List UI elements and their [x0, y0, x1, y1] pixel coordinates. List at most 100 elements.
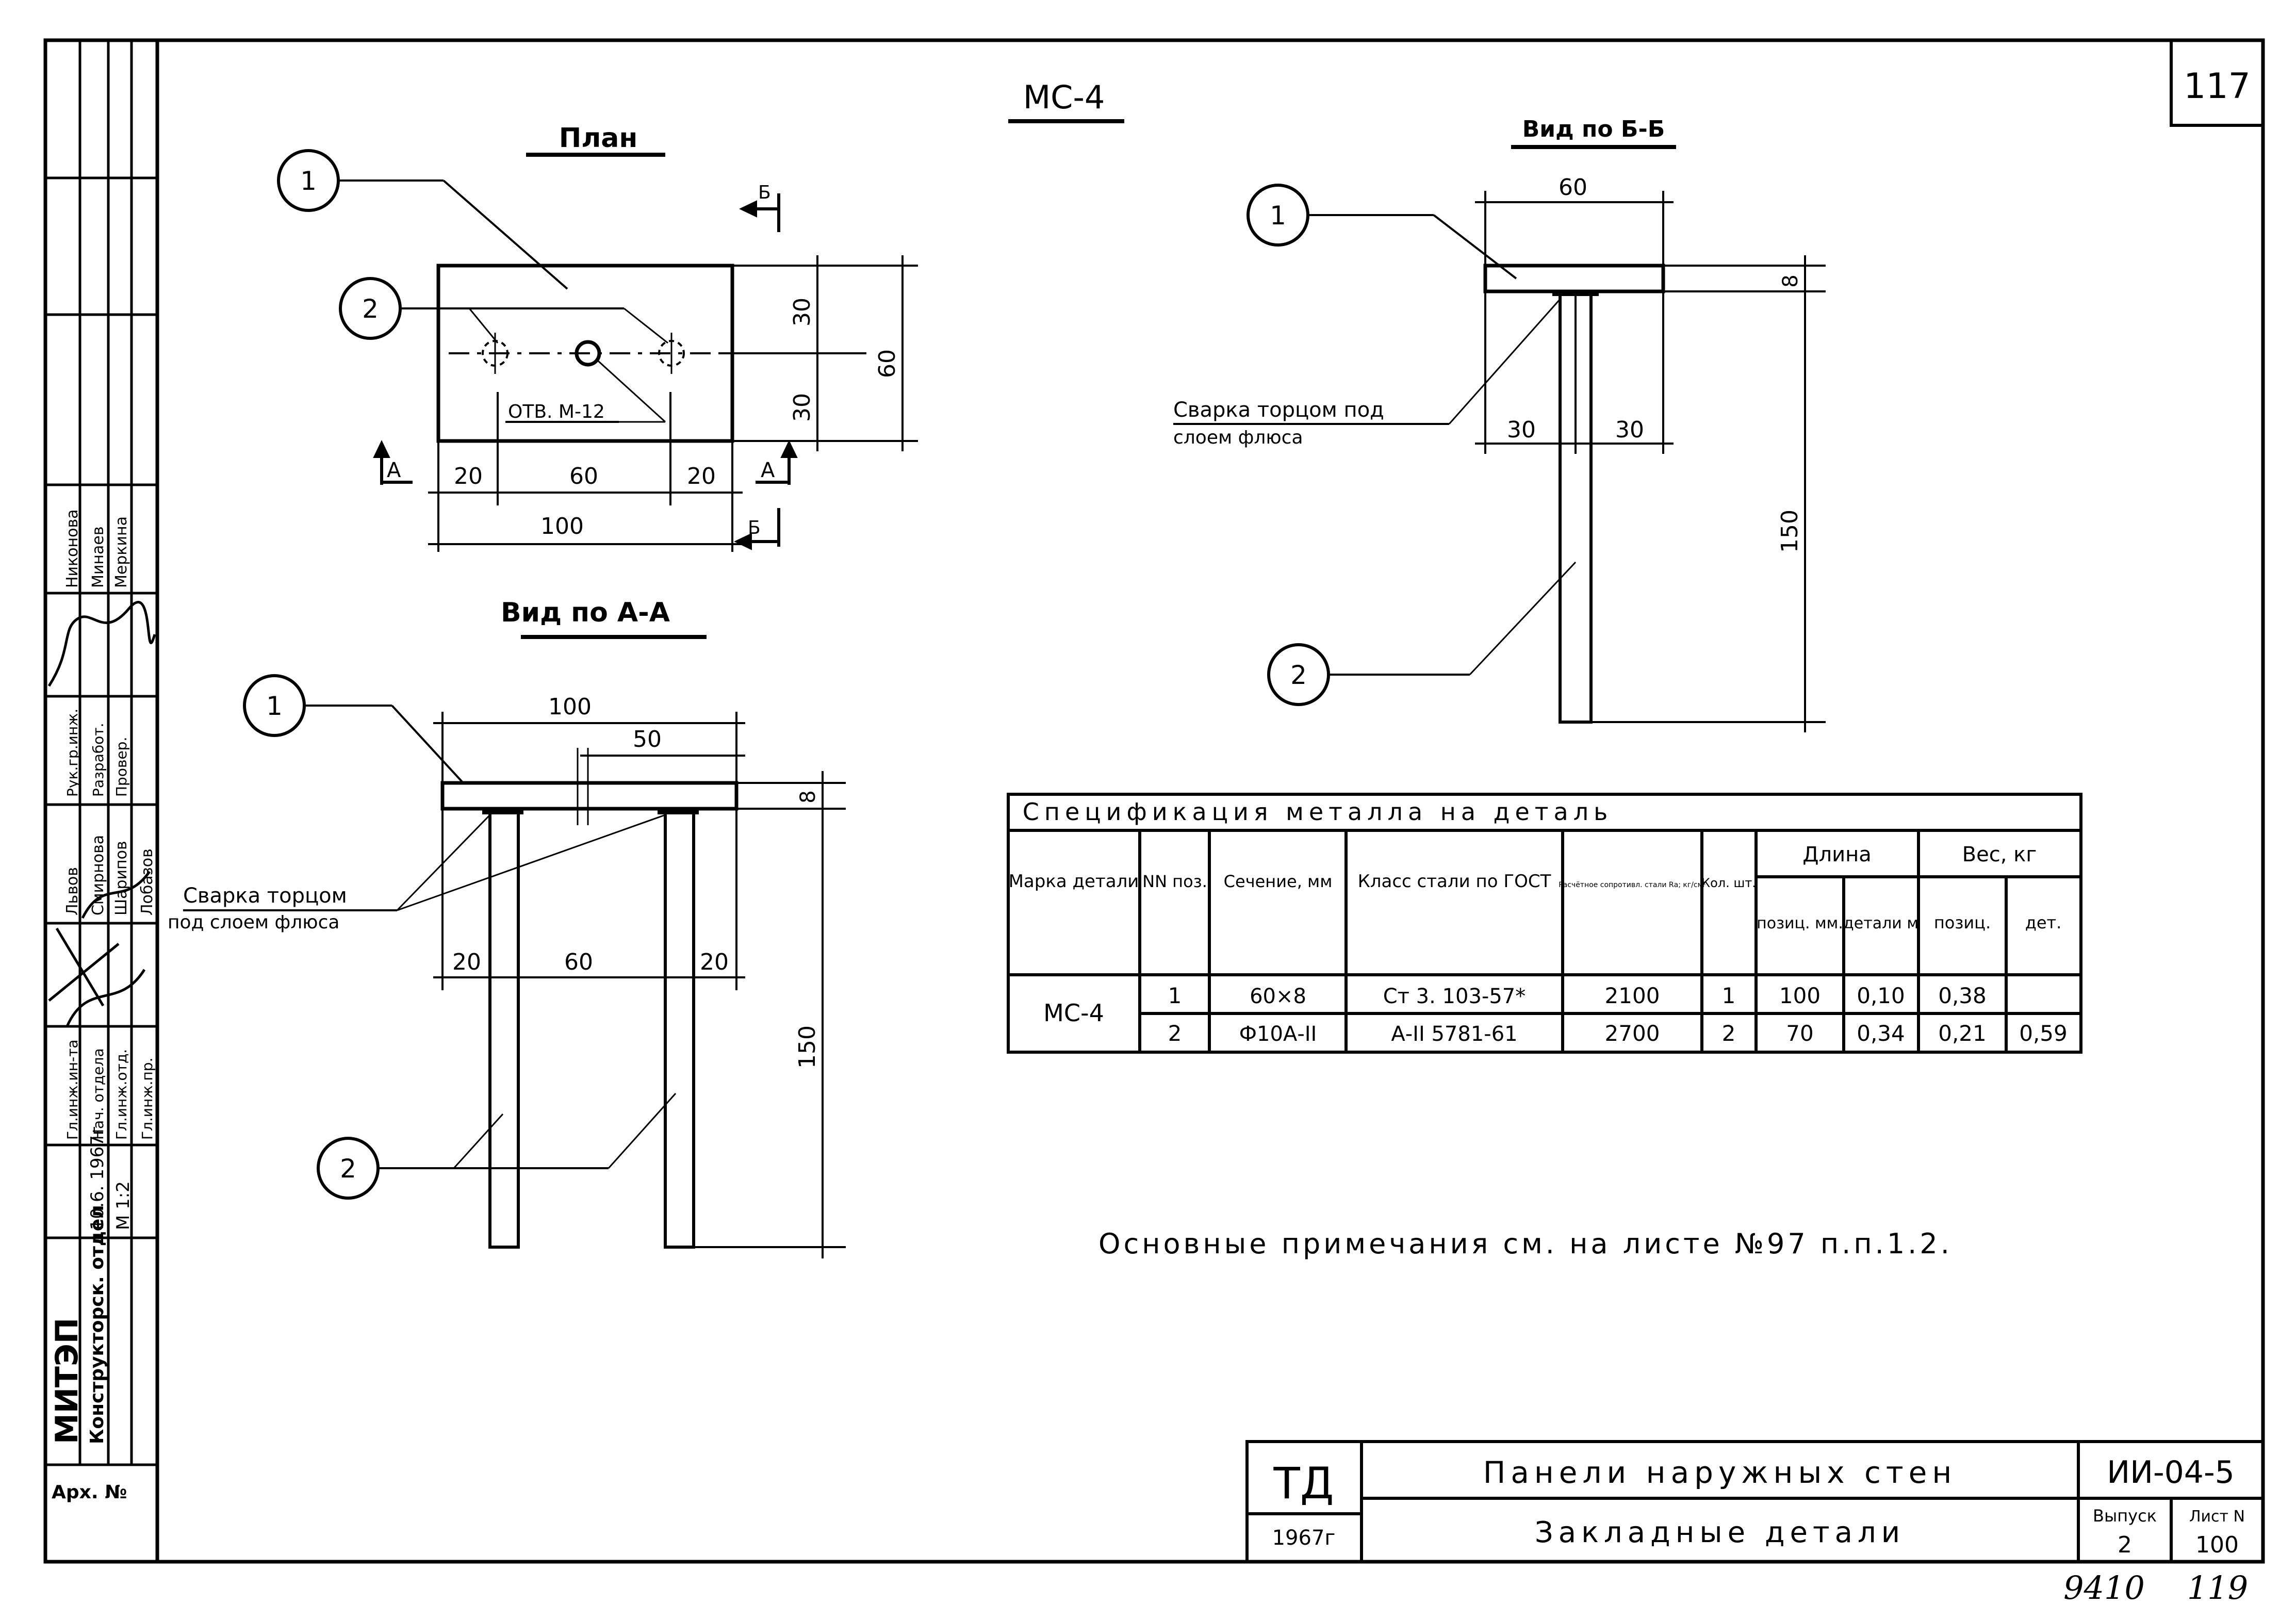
spec-cell-resistance: 2100 — [1605, 983, 1660, 1008]
view-aa-bar-right — [664, 807, 695, 1249]
stamp-org: МИТЭП — [49, 1318, 85, 1444]
view-aa-weld-note: под слоем флюса — [168, 912, 339, 933]
title-block-series: ИИ-04-5 — [2107, 1454, 2235, 1491]
spec-cell-length-det: 0,10 — [1857, 983, 1905, 1008]
handwritten-number: 9410 — [2063, 1569, 2145, 1607]
stamp-role: Гл.инж.пр. — [139, 1058, 156, 1140]
plan-section-mark-a-right — [756, 440, 798, 485]
plan-dim-right: 20 — [687, 463, 716, 489]
plan-view: План ОТВ. М-12 1 2 Б — [277, 123, 918, 552]
stamp-role: Провер. — [113, 737, 130, 797]
spec-cell-steel-class: Ст 3. 103-57* — [1383, 985, 1526, 1008]
spec-header-length-det: детали м — [1843, 914, 1918, 932]
spec-cell-section: 60×8 — [1250, 985, 1306, 1008]
view-bb-dim-right: 30 — [1615, 417, 1644, 443]
plan-dim-upper: 30 — [789, 298, 815, 326]
view-aa-dim-height: 150 — [794, 1025, 821, 1069]
view-bb: Вид по Б-Б 60 8 150 30 30 — [1173, 116, 1826, 732]
view-aa-plate — [440, 781, 739, 811]
title-block-issue-label: Выпуск — [2093, 1506, 2157, 1526]
spec-header-resistance: Расчётное сопротивл. стали Rа; кг/см² — [1559, 881, 1706, 889]
title-block-issue: 2 — [2118, 1532, 2132, 1558]
plan-center-hole — [575, 340, 601, 367]
plan-hole-label: ОТВ. М-12 — [508, 401, 605, 422]
spec-cell-steel-class: А-II 5781-61 — [1391, 1022, 1517, 1046]
handwritten-number: 119 — [2187, 1569, 2248, 1607]
part-mark: МС-4 — [1023, 78, 1105, 116]
spec-cell-pos: 1 — [1168, 983, 1182, 1008]
view-aa-title: Вид по А-А — [501, 597, 670, 628]
plan-section-label: А — [387, 459, 401, 482]
title-block-sheet-no: 100 — [2195, 1532, 2239, 1558]
stamp-name: Минаев — [89, 526, 107, 588]
spec-table: Спецификация металла на деталь Марка дет… — [1007, 793, 2082, 1054]
stamp-role: Нач. отдела — [90, 1048, 107, 1140]
spec-cell-length-pos: 100 — [1779, 983, 1821, 1008]
view-bb-weld-note: слоем флюса — [1173, 427, 1303, 448]
spec-cell-mark: МС-4 — [1043, 999, 1104, 1027]
plan-callout-1-label: 1 — [300, 166, 317, 196]
stamp-name: Шарипов — [112, 841, 130, 915]
stamp-role: Разработ. — [90, 723, 107, 797]
view-aa-dim-thickness: 8 — [796, 790, 820, 803]
stamp-role: Гл.инж.отд. — [113, 1049, 130, 1140]
view-bb-callout-1-label: 1 — [1270, 201, 1286, 231]
title-block-title-line2: Закладные детали — [1535, 1516, 1905, 1549]
notes-text: Основные примечания см. на листе №97 п.п… — [1098, 1228, 1953, 1260]
title-block-year: 1967г — [1272, 1526, 1336, 1550]
spec-header-weight-pos: позиц. — [1934, 913, 1991, 932]
spec-header-length: Длина — [1802, 843, 1871, 866]
plan-section-mark-b-bottom — [734, 508, 780, 550]
view-aa-dim-total: 100 — [548, 694, 592, 720]
view-bb-dim-left: 30 — [1507, 417, 1536, 443]
title-block-org: ТД — [1273, 1458, 1334, 1509]
spec-header-weight-det: дет. — [2025, 913, 2062, 932]
plan-dim-height: 60 — [874, 349, 900, 378]
spec-header-weight: Вес, кг — [1962, 843, 2037, 866]
plan-dim-middle: 60 — [569, 463, 598, 489]
view-aa-dim-left: 20 — [452, 949, 481, 975]
view-bb-dim-height: 150 — [1777, 510, 1803, 553]
spec-cell-weight-det-total: 0,59 — [2019, 1021, 2068, 1046]
view-aa-dim-half: 50 — [633, 726, 662, 752]
spec-cell-pos: 2 — [1168, 1021, 1182, 1046]
spec-header-pos: NN поз. — [1142, 872, 1207, 891]
view-aa-callout-2-label: 2 — [340, 1154, 356, 1184]
stamp-name: Меркина — [112, 516, 130, 588]
plan-section-label: Б — [758, 182, 771, 203]
view-aa-callout-1-label: 1 — [266, 691, 283, 721]
stamp-dept: Конструкторск. отдел — [87, 1205, 108, 1444]
plan-dim-left: 20 — [454, 463, 483, 489]
stamp-name: Львов — [63, 867, 81, 915]
view-aa-dim-right: 20 — [700, 949, 729, 975]
plan-title: План — [559, 123, 638, 154]
table-row: 1 60×8 Ст 3. 103-57* 2100 1 100 0,10 0,3… — [1168, 983, 1987, 1008]
view-bb-plate — [1483, 264, 1665, 293]
stamp-date: 10.6. 1967г — [87, 1126, 108, 1230]
spec-cell-length-pos: 70 — [1786, 1021, 1813, 1046]
outer-frame — [43, 38, 2265, 1564]
plan-callout-2-label: 2 — [362, 294, 379, 324]
spec-header-length-pos: позиц. мм. — [1757, 914, 1843, 932]
table-row: 2 Ф10А-II А-II 5781-61 2700 2 70 0,34 0,… — [1168, 1021, 1987, 1046]
side-stamp — [45, 40, 157, 1466]
spec-cell-weight-pos: 0,38 — [1938, 983, 1987, 1008]
stamp-role: Рук.гр.инж. — [64, 709, 81, 797]
view-aa-bar-left — [488, 807, 520, 1249]
corner-number-box: 117 — [2170, 39, 2265, 127]
spec-cell-section: Ф10А-II — [1239, 1022, 1317, 1046]
plan-section-label: А — [761, 459, 775, 482]
plan-section-mark-a-left — [373, 440, 413, 485]
view-bb-dim-thickness: 8 — [1779, 274, 1802, 287]
spec-table-title: Спецификация металла на деталь — [1023, 798, 1613, 826]
view-aa-weld-note: Сварка торцом — [183, 884, 347, 908]
title-block-sheet-label: Лист N — [2189, 1508, 2245, 1526]
plan-dim-lower: 30 — [789, 393, 815, 422]
stamp-archive: Арх. № — [52, 1482, 127, 1503]
plan-section-label: Б — [748, 517, 761, 538]
spec-header-mark: Марка детали — [1009, 871, 1139, 892]
spec-header-qty: Кол. шт. — [1701, 876, 1756, 890]
spec-cell-length-det: 0,34 — [1857, 1021, 1905, 1046]
plan-dim-total: 100 — [540, 513, 584, 539]
